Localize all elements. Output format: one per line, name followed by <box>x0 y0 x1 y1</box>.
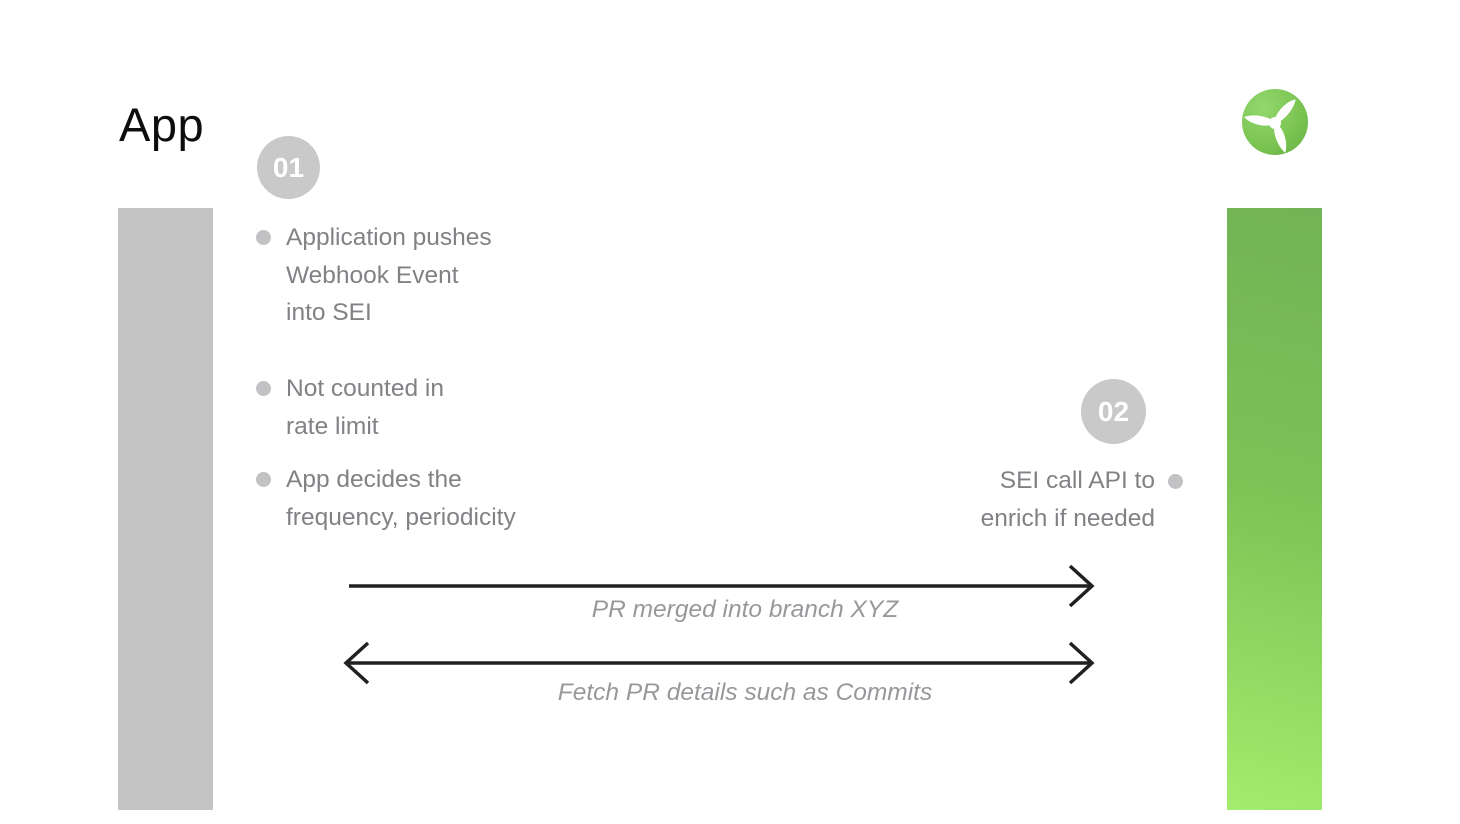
step-01-number: 01 <box>272 151 305 183</box>
arrow-right-icon <box>349 564 1095 608</box>
bullet-text: App decides the frequency, periodicity <box>286 466 516 531</box>
bullet-text: SEI call API to enrich if needed <box>980 467 1155 532</box>
bullet-app-decides: App decides the frequency, periodicity <box>256 461 516 536</box>
arrow-label-fetch-pr: Fetch PR details such as Commits <box>557 679 933 706</box>
step-02-badge: 02 <box>1081 379 1146 444</box>
arrow-label-pr-merged: PR merged into branch XYZ <box>591 596 899 623</box>
propeller-icon <box>1244 99 1296 153</box>
bullet-dot-icon <box>256 472 271 487</box>
bullet-text: Application pushes Webhook Event into SE… <box>286 224 492 326</box>
bullet-sei-call-api: SEI call API to enrich if needed <box>855 462 1155 537</box>
arrow-double-icon <box>343 641 1095 685</box>
app-lane-title: App <box>119 98 205 151</box>
bullet-dot-icon <box>1168 474 1183 489</box>
bullet-not-counted: Not counted in rate limit <box>256 370 444 445</box>
app-lane-bar <box>118 208 213 810</box>
step-01-badge: 01 <box>257 136 320 199</box>
step-02-number: 02 <box>1097 395 1130 427</box>
sei-logo <box>1242 89 1308 155</box>
bullet-text: Not counted in rate limit <box>286 375 444 440</box>
bullet-dot-icon <box>256 230 271 245</box>
bullet-application-pushes: Application pushes Webhook Event into SE… <box>256 219 492 332</box>
sei-lane-bar <box>1227 208 1322 810</box>
bullet-dot-icon <box>256 381 271 396</box>
